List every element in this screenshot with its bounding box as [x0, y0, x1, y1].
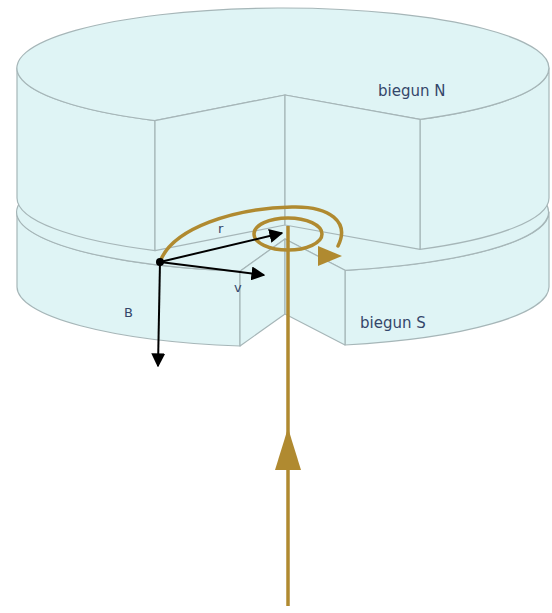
- vector-label: v: [234, 281, 242, 294]
- orbit-arrowhead: [318, 246, 342, 266]
- current-arrowhead: [275, 428, 301, 470]
- current-wire: [286, 226, 290, 606]
- field-vector: [158, 262, 160, 366]
- radius-vector: [160, 233, 282, 262]
- pole-label: biegun S: [360, 316, 426, 331]
- vector-label: B: [124, 306, 133, 319]
- vector-label: r: [218, 222, 223, 235]
- orbit-path: [160, 207, 341, 262]
- wedge-face: [285, 95, 420, 249]
- pole-label: biegun N: [378, 84, 445, 99]
- wedge-face: [155, 95, 285, 251]
- wedge-face: [285, 239, 345, 345]
- velocity-vector: [160, 262, 264, 275]
- charge-dot: [156, 258, 164, 266]
- wedge-face: [240, 239, 285, 346]
